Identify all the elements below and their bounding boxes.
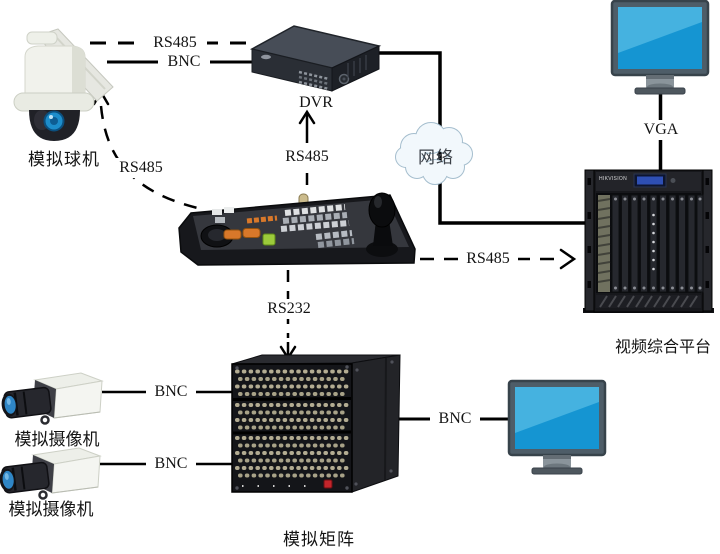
- platform-label: 视频综合平台: [614, 339, 711, 356]
- link-label-keyboard-platform-rs485: RS485: [458, 249, 518, 269]
- platform-card-slots: [611, 194, 704, 293]
- keyboard-green-key: [262, 233, 276, 246]
- link-label-keyboard-camera-rs485: RS485: [111, 158, 171, 178]
- keyboard-orange-key: [223, 229, 242, 240]
- link-label-keyboard-dvr-rs485: RS485: [277, 147, 337, 167]
- box-camera2-illustration: [0, 446, 102, 500]
- link-keyboard-platform-rs485: [420, 248, 577, 270]
- joystick-knob: [368, 192, 396, 228]
- link-label-camera1-matrix-bnc: BNC: [146, 382, 196, 402]
- control-keyboard-illustration: [178, 192, 416, 266]
- platform-brand-logo: HIKVISION: [599, 176, 627, 182]
- monitor-bottom-illustration: [507, 379, 607, 476]
- dome-camera-label: 模拟球机: [28, 150, 100, 169]
- video-platform-illustration: HIKVISION: [583, 169, 714, 313]
- monitor-top-illustration: [610, 0, 710, 96]
- dvr-label: DVR: [299, 94, 333, 111]
- link-label-camera-dvr-rs485: RS485: [143, 33, 207, 53]
- dvr-illustration: [249, 25, 382, 92]
- link-label-matrix-monitor-bnc: BNC: [430, 409, 480, 429]
- arrow-up-icon: [298, 109, 316, 125]
- network-cloud: 网络: [395, 122, 473, 185]
- arrow-right-icon: [559, 248, 577, 270]
- network-label: 网络: [418, 148, 454, 167]
- link-label-camera-dvr-bnc: BNC: [158, 52, 210, 72]
- box-camera1-illustration: [0, 371, 104, 425]
- analog-matrix-illustration: [231, 354, 401, 493]
- link-label-platform-monitor-vga: VGA: [639, 120, 683, 140]
- camera2-label: 模拟摄像机: [8, 500, 94, 519]
- camera1-label: 模拟摄像机: [14, 430, 100, 449]
- link-label-keyboard-matrix-rs232: RS232: [261, 299, 317, 319]
- link-label-camera2-matrix-bnc: BNC: [146, 454, 196, 474]
- keyboard-orange-key: [242, 228, 261, 238]
- matrix-label: 模拟矩阵: [283, 530, 355, 549]
- dome-camera-illustration: [13, 28, 114, 141]
- matrix-power-button: [323, 479, 333, 489]
